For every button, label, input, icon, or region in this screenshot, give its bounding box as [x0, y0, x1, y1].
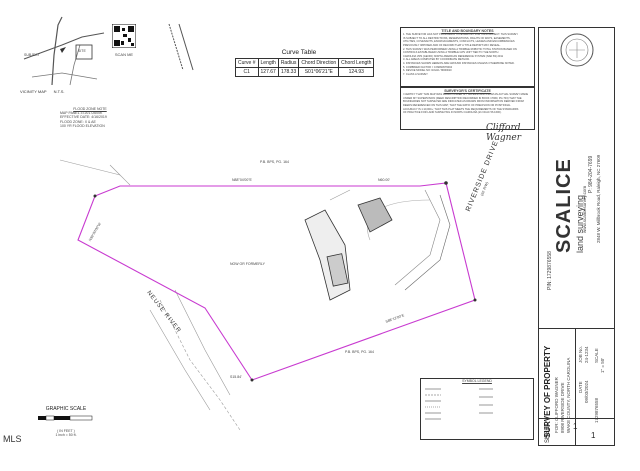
surveyor-signature: Clifford Wagner	[486, 123, 522, 143]
title-boundary-notes: TITLE AND BOUNDARY NOTES 1. THE SURVEYOR…	[400, 27, 535, 87]
vicinity-map: SUBJECT SITE	[22, 15, 107, 87]
company-phone: P: 984-204-7699	[588, 155, 594, 193]
mls-watermark: MLS	[3, 434, 22, 444]
curve-table-title: Curve Table	[281, 49, 317, 56]
vicinity-scale: N.T.S.	[53, 89, 65, 94]
curve-cell: 127.67	[257, 67, 279, 77]
company-address: 2848 W. Millbrook Road, Raleigh, NC 2760…	[596, 154, 601, 243]
notes-title: TITLE AND BOUNDARY NOTES	[441, 29, 494, 33]
cert-line: I CERTIFY THAT THIS MAP WAS DRAWN UNDER …	[403, 93, 529, 97]
graphic-scale: GRAPHIC SCALE ( IN FEET ) 1 inch = 50 ft…	[36, 406, 96, 438]
legend-title: SYMBOL LEGEND	[462, 379, 492, 383]
bearing-label: N88°04'00"E	[232, 178, 252, 182]
cert-title: SURVEYOR'S CERTIFICATE	[444, 89, 491, 93]
company-web: www.scalicesurvey.com	[582, 185, 587, 233]
vicinity-title: VICINITY MAP N.T.S.	[20, 89, 65, 94]
curve-table: Curve # Length Radius Chord Direction Ch…	[235, 58, 375, 77]
date-value: 09/03/2024	[584, 380, 589, 403]
location-sketch-drawing	[168, 23, 194, 71]
job-label: JOB No.	[578, 345, 583, 363]
flood-line: 100 YR FLOOD ELEVATION	[60, 123, 105, 128]
parcel-label: P.B. BPS, PG. 164	[345, 350, 374, 354]
sheet-of: 1	[591, 431, 596, 440]
location-sketch	[165, 22, 205, 72]
qr-code-icon	[111, 23, 137, 49]
notes-line: 7. CLASS A SURVEY	[403, 72, 428, 76]
property-boundary	[77, 182, 476, 381]
vicinity-label: VICINITY MAP	[20, 89, 47, 94]
notes-line: PREVIOUSLY IMPOSED AND OF RECORD THAT A …	[403, 43, 501, 47]
notes-line: 4. DISTANCES SHOWN HEREON ARE GROUND DIS…	[403, 61, 515, 65]
cert-line: DEEDS REFERENCED ON THIS MAP; THAT THE R…	[403, 103, 511, 107]
notes-line: CONTROLS ESTABLISHED USING A TRIMBLE GPS…	[403, 51, 499, 55]
job-value: 24-1234	[584, 346, 589, 363]
sheet-label: SHEET	[545, 422, 551, 443]
notes-line: UTILITIES, COVENANTS, ENCROACHMENTS, CON…	[403, 40, 515, 44]
parcel-label: NOW OR FORMERLY	[230, 262, 265, 266]
vicinity-site-label: SITE	[78, 49, 86, 53]
flood-line: FLOOD ZONE: X & AE	[60, 119, 96, 124]
surveyor-certificate: SURVEYOR'S CERTIFICATE I CERTIFY THAT TH…	[400, 87, 535, 130]
graphic-scale-unit: ( IN FEET )	[57, 429, 75, 434]
surveyor-seal-icon	[560, 33, 594, 67]
date-label: DATE	[578, 381, 583, 393]
curve-cell: 124.93	[338, 67, 375, 77]
sheet-number-box: SHEET 1 1	[538, 418, 615, 446]
table-row: C1 127.67 178.33 S01°06'21"E 124.93	[235, 67, 375, 77]
flood-line: EFFECTIVE DATE: 4/16/2019	[60, 115, 107, 120]
flood-zone-note: FLOOD ZONE NOTE MAP PANEL 3720172600K EF…	[60, 107, 120, 128]
symbol-legend: SYMBOL LEGEND	[420, 378, 534, 440]
scale-label: SCALE	[594, 348, 599, 363]
sheet-number: 1	[573, 422, 578, 431]
flood-line: MAP PANEL 3720172600K	[60, 111, 103, 116]
cert-line: UNDER MY SUPERVISION (DEED DESCRIPTION R…	[403, 96, 522, 100]
notes-line: IS SUBJECT TO ALL RESTRICTIONS, RESERVAT…	[403, 36, 511, 40]
bearing-label: S15.84'	[230, 375, 242, 379]
flood-title: FLOOD ZONE NOTE	[73, 107, 107, 111]
graphic-scale-ratio: 1 inch = 50 ft.	[55, 433, 77, 438]
house-structure	[304, 197, 393, 301]
notes-line: 2. THIS SURVEY WAS PERFORMED USING A TRI…	[403, 47, 517, 51]
notes-line: 3. ALL AREAS COMPUTED BY COORDINATE METH…	[403, 58, 470, 62]
title-block: SCALICE land surveying 2848 W. Millbrook…	[538, 27, 615, 446]
notes-line: 5. COMBINED FACTOR = 0.99994579004	[403, 65, 453, 69]
notes-line: CAROLINA VRS (GEOID) NORTH AMERICAN REFE…	[403, 54, 504, 58]
notes-line: 6. DEVICE MODEL NO: R2x40 / 8000D10	[403, 69, 452, 73]
cert-line: OF PRACTICE FOR LAND SURVEYING IN NORTH …	[403, 111, 502, 115]
cert-line: ACCURACY IS 1:10,000+; THAT THIS PLAT ME…	[403, 107, 519, 111]
cert-line: BOUNDARIES NOT SURVEYED ARE INDICATED AS…	[403, 100, 524, 104]
parcel-label: P.B. BPS, PG. 164	[260, 160, 289, 164]
qr-code[interactable]: SCAN ME	[111, 23, 137, 57]
graphic-scale-label: GRAPHIC SCALE	[45, 406, 87, 412]
qr-label: SCAN ME	[114, 52, 134, 57]
bearing-label: N60.00'	[378, 178, 390, 182]
company-name: SCALICE	[553, 158, 575, 253]
scale-value: 1" = 50'	[600, 357, 605, 373]
legend-symbols	[425, 388, 493, 420]
vicinity-map-drawing	[23, 16, 105, 86]
notes-line: 1. THE SURVEYOR HAS NOT PROVIDED A TITLE…	[403, 33, 519, 37]
vicinity-road-label: SUBJECT	[24, 53, 40, 57]
scale-bar	[38, 415, 93, 421]
